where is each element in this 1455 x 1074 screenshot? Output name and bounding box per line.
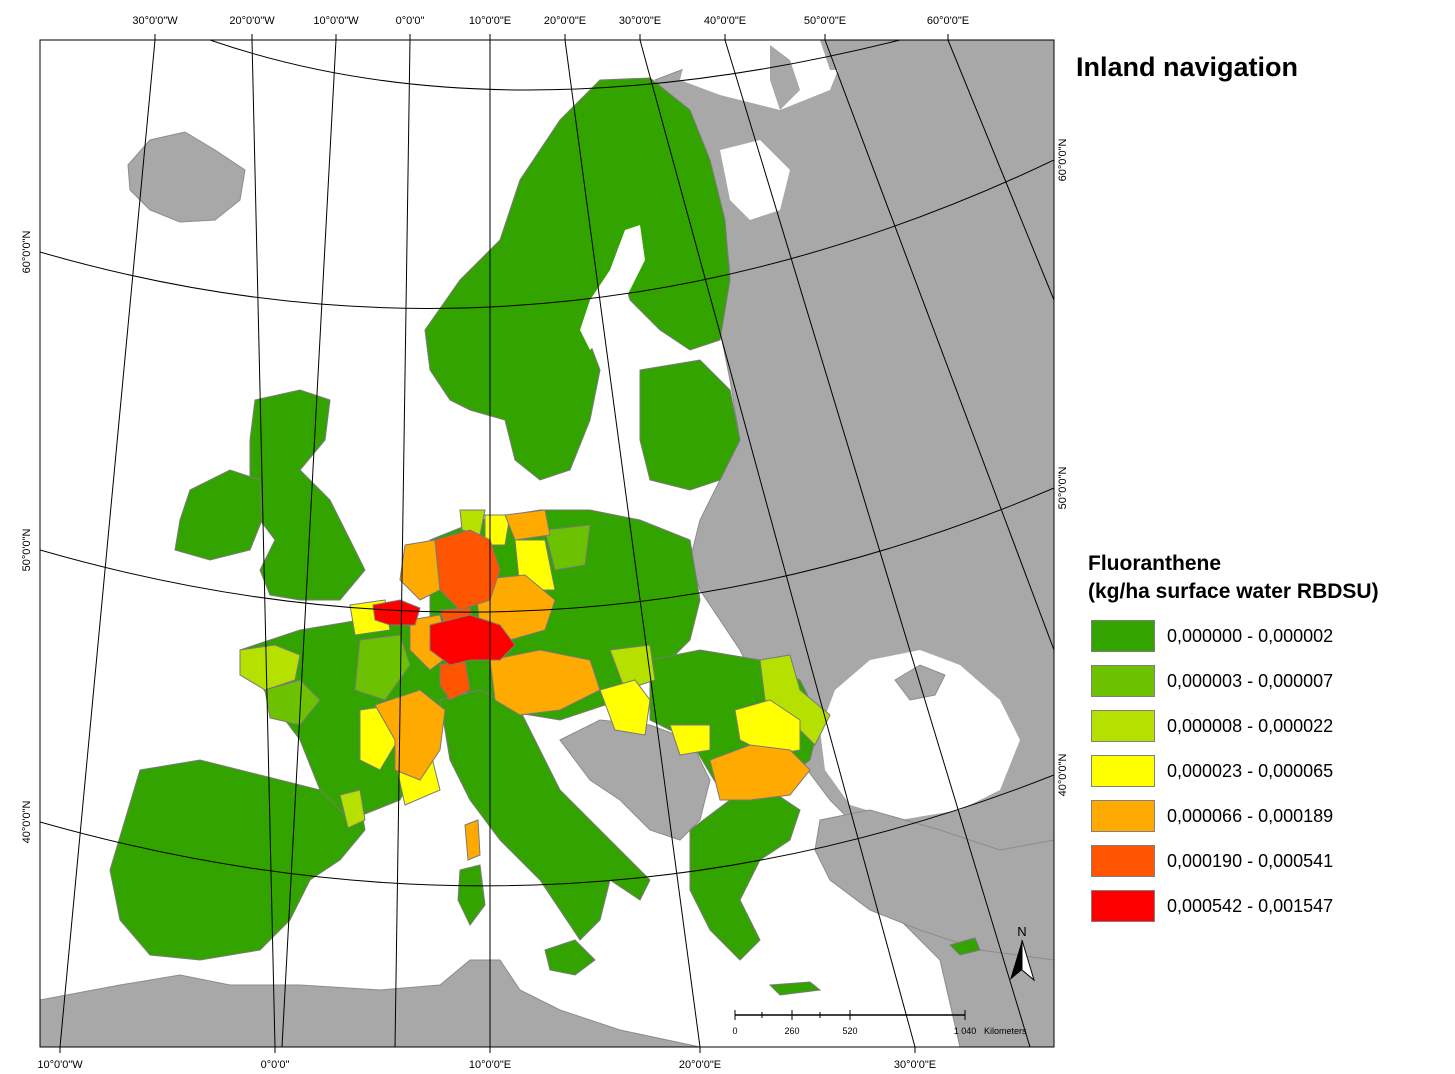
barents-sea	[680, 40, 850, 110]
region-class5-e	[374, 689, 446, 781]
region-class2-b	[354, 634, 411, 701]
top-label-0: 0°0'0"	[396, 15, 425, 27]
top-label-50e: 50°0'0"E	[804, 15, 846, 27]
legend-swatch	[1091, 710, 1155, 742]
top-label-20w: 20°0'0"W	[229, 15, 275, 27]
scale-tick-0: 0	[732, 1026, 737, 1036]
right-label-60n: 60°0'0"N	[1057, 139, 1069, 182]
legend-item: 0,000008 - 0,000022	[1091, 710, 1451, 744]
scale-tick-520: 520	[842, 1026, 857, 1036]
legend-label: 0,000190 - 0,000541	[1167, 851, 1334, 871]
region-class7-a	[372, 599, 421, 626]
region-sicily	[544, 939, 596, 976]
scale-unit: Kilometers	[984, 1026, 1027, 1036]
top-label-20e: 20°0'0"E	[544, 15, 586, 27]
grey-land-svalbard	[770, 45, 800, 110]
legend-swatch	[1091, 665, 1155, 697]
legend-title-line2: (kg/ha surface water RBDSU)	[1088, 580, 1379, 603]
bottom-label-0: 0°0'0"	[261, 1059, 290, 1071]
top-label-10w: 10°0'0"W	[313, 15, 359, 27]
left-label-60n: 60°0'0"N	[21, 231, 33, 274]
map-frame	[39, 39, 1055, 1048]
region-class4-e	[734, 699, 801, 756]
bottom-label-20e: 20°0'0"E	[679, 1059, 721, 1071]
region-sardinia	[457, 864, 486, 926]
bottom-label-30e: 30°0'0"E	[894, 1059, 936, 1071]
region-ireland	[174, 469, 263, 561]
region-class2-a	[264, 679, 321, 726]
right-label-50n: 50°0'0"N	[1057, 467, 1069, 510]
region-class5-d	[489, 649, 601, 716]
top-label-60e: 60°0'0"E	[927, 15, 969, 27]
bottom-label-10w: 10°0'0"W	[37, 1059, 83, 1071]
grey-land-turkey	[814, 809, 1054, 961]
scale-tick-1040: 1 040	[954, 1026, 977, 1036]
region-class3-a	[239, 644, 301, 691]
region-scandinavia	[424, 77, 731, 481]
legend-swatch	[1091, 755, 1155, 787]
map-title: Inland navigation	[1076, 52, 1299, 82]
legend-item: 0,000003 - 0,000007	[1091, 665, 1451, 699]
black-sea	[820, 650, 1020, 820]
top-label-10e: 10°0'0"E	[469, 15, 511, 27]
region-class6-a	[434, 529, 501, 611]
top-label-30w: 30°0'0"W	[132, 15, 178, 27]
left-label-50n: 50°0'0"N	[21, 529, 33, 572]
legend-item: 0,000542 - 0,001547	[1091, 890, 1451, 924]
region-crete	[768, 981, 822, 996]
region-class5-b	[504, 509, 551, 541]
graticule	[40, 40, 1054, 1047]
region-iberia	[109, 759, 366, 961]
region-baltics	[639, 359, 741, 491]
legend-label: 0,000542 - 0,001547	[1167, 896, 1334, 916]
region-italy	[439, 689, 651, 941]
gulf-of-bothnia	[580, 225, 645, 350]
scale-tick-260: 260	[784, 1026, 799, 1036]
region-cyprus	[949, 937, 981, 956]
left-label-40n: 40°0'0"N	[21, 801, 33, 844]
grey-land-iceland	[127, 131, 246, 223]
legend-title-line1: Fluoranthene	[1088, 552, 1222, 575]
region-class7-b	[429, 614, 516, 666]
region-corsica	[464, 819, 481, 861]
top-label-30e: 30°0'0"E	[619, 15, 661, 27]
legend-label: 0,000000 - 0,000002	[1167, 626, 1334, 646]
legend-swatch	[1091, 845, 1155, 877]
region-class3-d	[339, 789, 366, 829]
legend-item: 0,000190 - 0,000541	[1091, 845, 1451, 879]
north-letter: N	[1017, 924, 1026, 939]
grey-land-africa	[40, 959, 701, 1047]
legend-item: 0,000066 - 0,000189	[1091, 800, 1451, 834]
legend-label: 0,000023 - 0,000065	[1167, 761, 1334, 781]
region-class4-d	[669, 724, 711, 756]
scale-bar: 0 260 520 1 040 Kilometers	[732, 1010, 1027, 1036]
region-class5-f	[709, 744, 811, 801]
legend-swatch	[1091, 620, 1155, 652]
legend-label: 0,000066 - 0,000189	[1167, 806, 1334, 826]
legend-swatch	[1091, 800, 1155, 832]
bottom-label-10e: 10°0'0"E	[469, 1059, 511, 1071]
legend-title: Fluoranthene (kg/ha surface water RBDSU)	[1088, 550, 1379, 606]
legend-item: 0,000000 - 0,000002	[1091, 620, 1451, 654]
top-label-40e: 40°0'0"E	[704, 15, 746, 27]
white-sea	[720, 140, 790, 220]
legend-swatch	[1091, 890, 1155, 922]
legend-item: 0,000023 - 0,000065	[1091, 755, 1451, 789]
region-class3-c	[609, 644, 656, 691]
right-label-40n: 40°0'0"N	[1057, 754, 1069, 797]
region-class2-c	[544, 524, 591, 571]
region-class4-h	[484, 514, 511, 546]
grey-land-svalbard-2	[820, 40, 880, 70]
legend-label: 0,000003 - 0,000007	[1167, 671, 1334, 691]
legend-label: 0,000008 - 0,000022	[1167, 716, 1334, 736]
north-arrow-icon: N	[1010, 924, 1035, 982]
region-class4-c	[599, 679, 651, 736]
region-class5-a	[399, 539, 441, 601]
